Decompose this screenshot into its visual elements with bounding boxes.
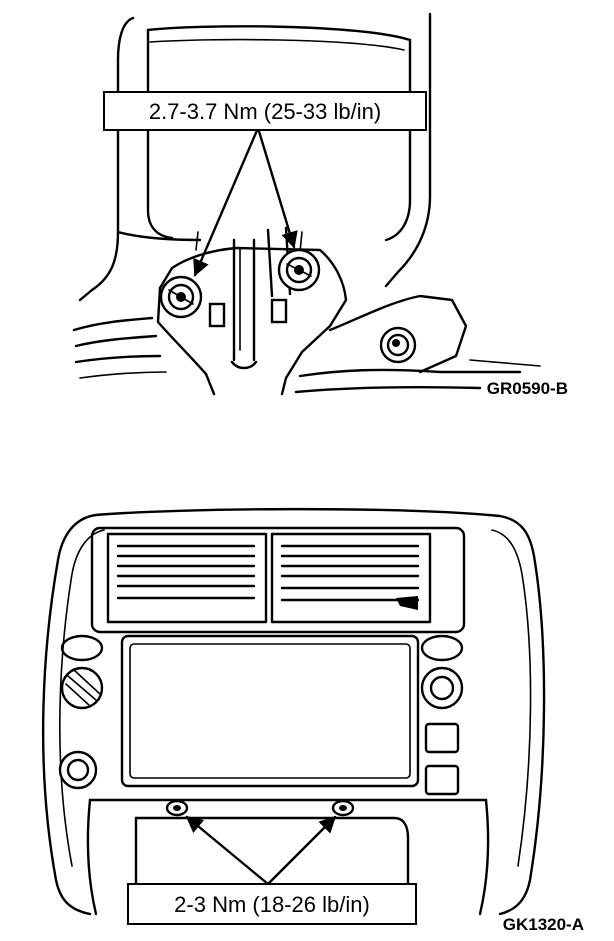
figure-id: GK1320-A bbox=[503, 915, 584, 934]
right-knob-icon bbox=[420, 634, 464, 710]
figure-id: GR0590-B bbox=[487, 379, 568, 398]
bottom-figure: 2-3 Nm (18-26 lb/in) GK1320-A bbox=[41, 507, 584, 934]
air-vent bbox=[90, 526, 466, 634]
callout-arrow-left bbox=[185, 815, 270, 886]
torque-label: 2.7-3.7 Nm (25-33 lb/in) bbox=[149, 99, 381, 124]
mounting-plate bbox=[156, 231, 348, 396]
right-lower-button bbox=[424, 764, 460, 796]
left-bolt-icon bbox=[159, 275, 203, 319]
top-callout: 2.7-3.7 Nm (25-33 lb/in) bbox=[103, 91, 427, 277]
right-screw-icon bbox=[331, 799, 355, 817]
left-upper-knob-icon bbox=[60, 634, 104, 710]
bottom-callout: 2-3 Nm (18-26 lb/in) bbox=[127, 815, 417, 925]
callout-arrow-right bbox=[256, 126, 298, 249]
trim-fastener-icon bbox=[379, 326, 417, 364]
right-upper-button bbox=[424, 722, 460, 754]
torque-label: 2-3 Nm (18-26 lb/in) bbox=[174, 892, 370, 917]
top-figure: 2.7-3.7 Nm (25-33 lb/in) GR0590-B bbox=[72, 12, 568, 398]
right-trim bbox=[294, 294, 541, 394]
left-tab bbox=[208, 302, 226, 328]
radio-opening bbox=[120, 634, 420, 788]
callout-arrow-right bbox=[266, 815, 337, 886]
torque-label-box bbox=[127, 883, 417, 925]
left-screw-icon bbox=[165, 799, 189, 817]
left-trim bbox=[72, 316, 167, 379]
right-bolt-icon bbox=[277, 248, 321, 292]
callout-arrow-left bbox=[193, 126, 260, 277]
mount-bracket bbox=[78, 12, 432, 302]
center-bezel bbox=[41, 507, 546, 916]
right-tab bbox=[270, 298, 288, 324]
left-lower-knob-icon bbox=[58, 750, 98, 790]
torque-label-box bbox=[103, 91, 427, 131]
